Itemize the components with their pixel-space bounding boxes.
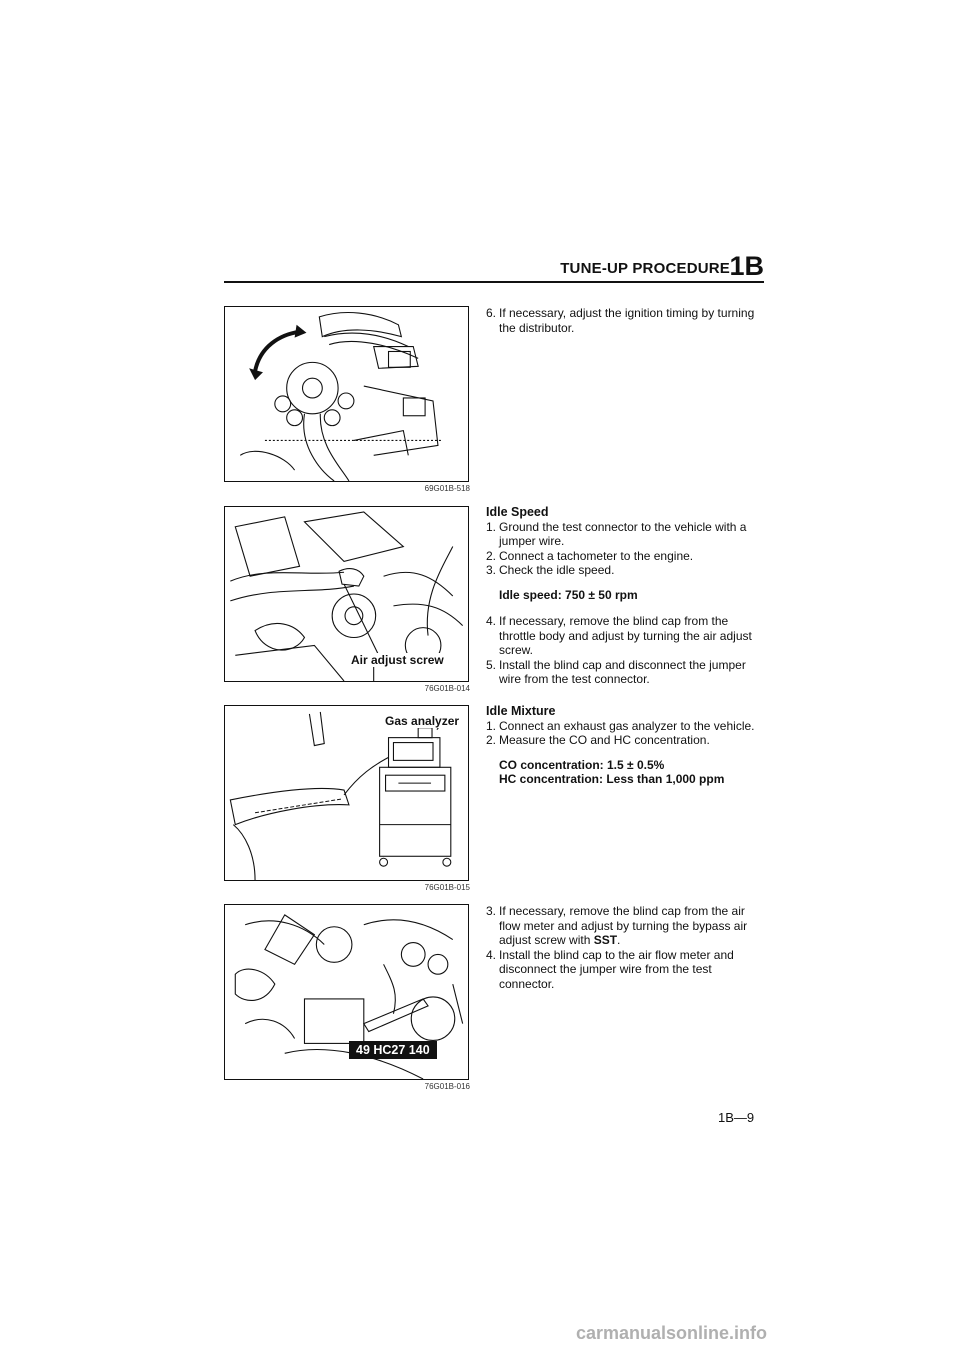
figure-bypass-screw: 49 HC27 140: [224, 904, 469, 1080]
bypass-screw-illustration: [234, 914, 464, 1079]
step-item: 3. Check the idle speed.: [486, 563, 768, 578]
gas-analyzer-label: Gas analyzer: [383, 714, 462, 728]
figure-throttle-body: Air adjust screw: [224, 506, 469, 682]
figure-gas-analyzer: Gas analyzer: [224, 705, 469, 881]
step-number: 3.: [486, 563, 497, 577]
step-text: Measure the CO and HC concentration.: [499, 733, 710, 747]
step-item: 3. If necessary, remove the blind cap fr…: [486, 904, 768, 948]
gas-analyzer-illustration: [229, 711, 452, 880]
throttle-body-illustration: [230, 511, 464, 681]
step-text: If necessary, adjust the ignition timing…: [499, 306, 755, 335]
step-number: 1.: [486, 718, 497, 733]
sst-emphasis: SST: [593, 933, 618, 947]
step-text-end: .: [617, 933, 621, 947]
section-idle-speed: Idle Speed 1. Ground the test connector …: [486, 505, 768, 687]
step-item: 1. Ground the test connector to the vehi…: [486, 520, 768, 549]
step-text: If necessary, remove the blind cap from …: [499, 904, 748, 947]
section-heading: Idle Speed: [486, 505, 549, 519]
step-block-ignition: 6. If necessary, adjust the ignition tim…: [486, 306, 768, 335]
header-rule: [224, 281, 764, 283]
figure-distributor: [224, 306, 469, 482]
step-item: 4. Install the blind cap to the air flow…: [486, 948, 768, 992]
section-heading: Idle Mixture: [486, 704, 556, 718]
figure-code: 69G01B-518: [424, 484, 470, 493]
spec-idle-speed: Idle speed: 750 ± 50 rpm: [499, 587, 638, 602]
figure-code: 76G01B-016: [424, 1082, 470, 1091]
spec-hc-concentration: HC concentration: Less than 1,000 ppm: [499, 772, 725, 786]
watermark: carmanualsonline.info: [576, 1323, 768, 1343]
step-text: Check the idle speed.: [499, 563, 615, 577]
page-number: 1B—9: [718, 1110, 755, 1125]
step-block-bypass: 3. If necessary, remove the blind cap fr…: [486, 904, 768, 991]
step-text: Connect a tachometer to the engine.: [499, 548, 694, 563]
step-number: 4.: [486, 614, 497, 628]
page-header: TUNE-UP PROCEDURE 1B: [224, 251, 764, 283]
step-number: 3.: [486, 904, 497, 918]
header-section: 1B: [729, 251, 764, 281]
section-idle-mixture: Idle Mixture 1. Connect an exhaust gas a…: [486, 704, 768, 799]
step-text: Install the blind cap to the air flow me…: [499, 947, 734, 991]
step-item: 5. Install the blind cap and disconnect …: [486, 658, 768, 687]
step-item: 1. Connect an exhaust gas analyzer to th…: [486, 719, 768, 734]
header-title: TUNE-UP PROCEDURE: [560, 260, 730, 277]
step-item: 4. If necessary, remove the blind cap fr…: [486, 614, 768, 658]
step-number: 1.: [486, 519, 497, 534]
spec-co-concentration: CO concentration: 1.5 ± 0.5%: [499, 757, 665, 772]
step-item: 2. Measure the CO and HC concentration.: [486, 733, 768, 748]
figure-code: 76G01B-015: [424, 883, 470, 892]
step-text: Connect an exhaust gas analyzer to the v…: [499, 718, 755, 733]
sst-label: 49 HC27 140: [349, 1041, 437, 1059]
step-text: Ground the test connector to the vehicle…: [499, 519, 747, 549]
air-adjust-screw-label: Air adjust screw: [349, 653, 446, 667]
step-number: 6.: [486, 306, 497, 320]
figure-code: 76G01B-014: [424, 684, 470, 693]
step-number: 2.: [486, 733, 497, 747]
step-number: 2.: [486, 548, 497, 563]
step-number: 4.: [486, 947, 497, 962]
step-item: 6. If necessary, adjust the ignition tim…: [486, 306, 768, 335]
step-text: Install the blind cap and disconnect the…: [499, 657, 746, 687]
step-item: 2. Connect a tachometer to the engine.: [486, 549, 768, 564]
distributor-illustration: [239, 312, 443, 481]
step-number: 5.: [486, 657, 497, 672]
step-text: If necessary, remove the blind cap from …: [499, 614, 752, 657]
